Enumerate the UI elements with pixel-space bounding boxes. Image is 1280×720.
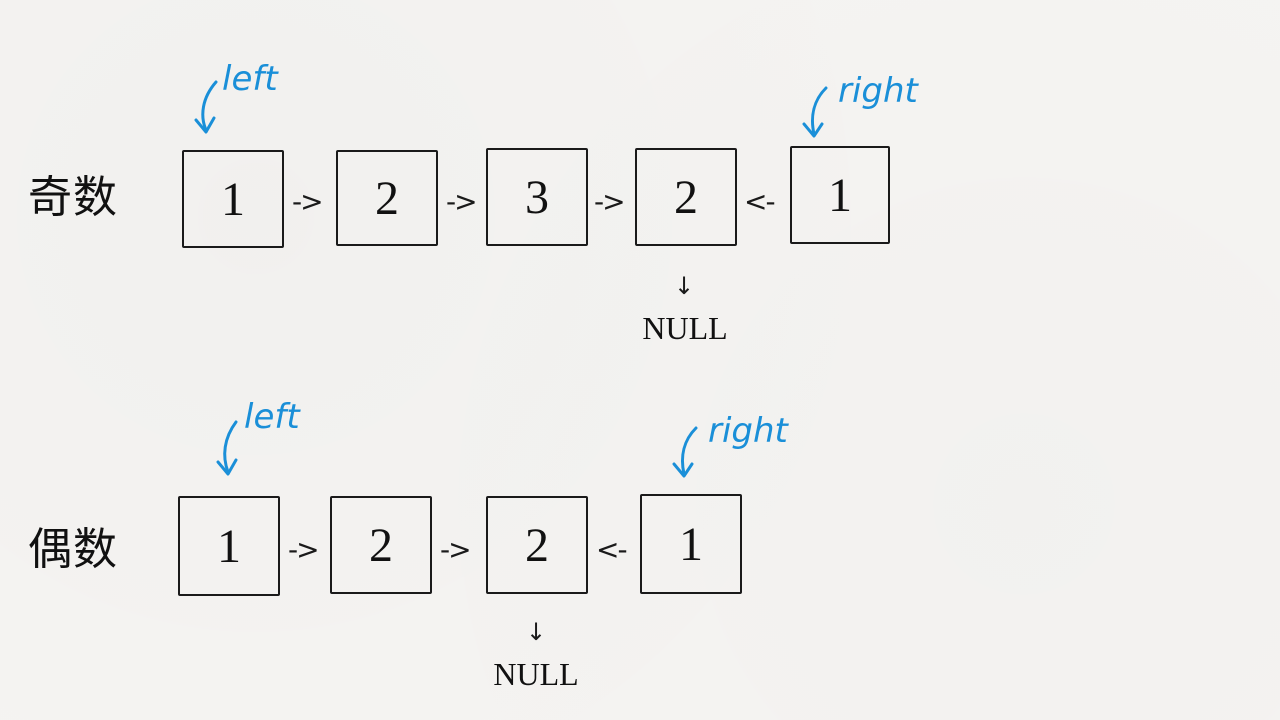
even-arrow-2: -> [440,533,472,566]
even-node-3: 2 [486,496,588,594]
odd-arrow-1: -> [292,185,324,218]
even-arrow-3: <- [596,533,628,566]
even-null-label: NULL [493,656,579,692]
odd-right-pointer-arrow-icon [802,86,828,138]
odd-left-pointer-arrow-icon [194,80,218,134]
odd-left-pointer-label: left [222,59,278,99]
odd-node-5: 1 [790,146,890,244]
odd-null-label: NULL [642,310,728,346]
odd-arrow-4: <- [744,185,776,218]
even-left-pointer-arrow-icon [216,420,238,476]
even-arrow-1: -> [288,533,320,566]
odd-right-pointer-label: right [838,71,918,111]
odd-node-4: 2 [635,148,737,246]
even-node-2: 2 [330,496,432,594]
even-left-pointer-label: left [244,397,300,437]
even-right-pointer-arrow-icon [672,426,698,478]
even-node-4: 1 [640,494,742,594]
odd-node-3: 3 [486,148,588,246]
even-row-label: 偶数 [28,524,118,575]
even-down-arrow-icon: ↓ [525,618,547,646]
odd-node-1: 1 [182,150,284,248]
odd-arrow-3: -> [594,185,626,218]
even-node-1: 1 [178,496,280,596]
even-right-pointer-label: right [708,411,788,451]
odd-arrow-2: -> [446,185,478,218]
odd-row-label: 奇数 [28,172,118,223]
odd-node-2: 2 [336,150,438,246]
odd-down-arrow-icon: ↓ [673,272,695,300]
